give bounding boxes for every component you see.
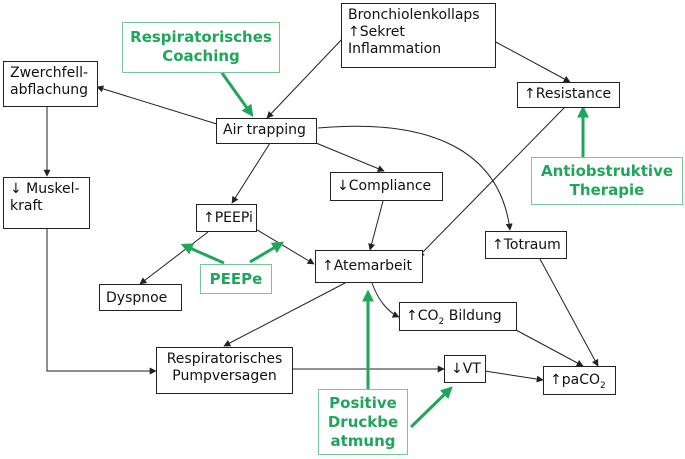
node-totraum: ↑Totraum bbox=[485, 231, 567, 259]
arrow-vt-paco2 bbox=[484, 370, 544, 383]
peepe-label: PEEPe bbox=[209, 270, 263, 288]
arrow-resistance-atemarbeit bbox=[417, 106, 566, 258]
peepi-label: ↑PEEPi bbox=[203, 210, 253, 226]
arrow-co2-paco2 bbox=[515, 329, 584, 367]
bronchiolen-line-3: Inflammation bbox=[348, 41, 442, 57]
arrow-bronchiolen-airtrapping bbox=[266, 35, 346, 119]
arrow-atemarbeit-pumpversagen bbox=[223, 282, 346, 347]
arrow-bronchiolen-resistance bbox=[491, 39, 571, 83]
green-arrow-coaching bbox=[220, 72, 254, 117]
totraum-label: ↑Totraum bbox=[492, 237, 561, 253]
node-resistance: ↑Resistance bbox=[517, 82, 620, 108]
node-respiratorisches-pumpversagen: Respiratorisches Pumpversagen bbox=[156, 347, 293, 394]
muskelkraft-line-1: ↓ Muskel- bbox=[10, 181, 80, 197]
arrow-peepi-atemarbeit bbox=[253, 227, 315, 265]
arrow-atemarbeit-co2 bbox=[371, 282, 400, 318]
node-co2-bildung: ↑CO2 Bildung bbox=[399, 302, 517, 331]
green-arrow-peepe-right bbox=[249, 241, 285, 264]
antiobstruktive-line-1: Antiobstruktive bbox=[540, 162, 674, 180]
bronchiolen-line-2: ↑Sekret bbox=[348, 24, 405, 40]
atemarbeit-label: ↑Atemarbeit bbox=[322, 258, 413, 274]
co2-suffix: Bildung bbox=[444, 308, 502, 324]
green-arrow-druck-vt bbox=[409, 386, 453, 429]
node-peepi: ↑PEEPi bbox=[196, 204, 257, 232]
bronchiolen-line-1: Bronchiolenkollaps bbox=[348, 7, 480, 23]
node-muskelkraft: ↓ Muskel- kraft bbox=[3, 177, 90, 229]
resistance-label: ↑Resistance bbox=[524, 86, 612, 102]
node-bronchiolenkollaps: Bronchiolenkollaps ↑Sekret Inflammation bbox=[341, 3, 496, 68]
muskelkraft-line-2: kraft bbox=[10, 198, 43, 214]
arrow-airtrapping-peepi bbox=[231, 142, 271, 204]
coaching-line-1: Respiratorisches bbox=[130, 28, 272, 46]
arrow-muskelkraft-pumpversagen bbox=[46, 229, 157, 375]
vt-label: ↓VT bbox=[451, 361, 481, 377]
arrow-totraum-paco2 bbox=[539, 258, 599, 367]
intervention-peepe: PEEPe bbox=[200, 264, 272, 294]
air-trapping-label: Air trapping bbox=[223, 122, 306, 138]
arrow-airtrapping-zwerchfell bbox=[96, 85, 221, 126]
druck-line-3: atmung bbox=[330, 432, 396, 450]
co2-prefix: ↑CO bbox=[406, 308, 439, 324]
arrow-compliance-atemarbeit bbox=[368, 200, 384, 251]
compliance-label: ↓Compliance bbox=[337, 178, 432, 194]
arrow-airtrapping-compliance bbox=[315, 142, 385, 172]
pumpversagen-line-2: Pumpversagen bbox=[172, 368, 277, 384]
druck-line-1: Positive bbox=[329, 394, 397, 412]
coaching-line-2: Coaching bbox=[162, 47, 240, 65]
node-dyspnoe: Dyspnoe bbox=[99, 284, 182, 311]
node-zwerchfellabflachung: Zwerchfell- abflachung bbox=[3, 61, 98, 107]
druck-line-2: Druckbe bbox=[327, 413, 399, 431]
co2-subscript: 2 bbox=[438, 316, 445, 327]
arrow-airtrapping-totraum bbox=[317, 125, 513, 231]
zwerchfell-line-2: abflachung bbox=[10, 82, 89, 98]
pumpversagen-line-1: Respiratorisches bbox=[166, 351, 283, 367]
green-arrow-peepe-left bbox=[180, 243, 225, 265]
paco2-prefix: ↑paCO bbox=[550, 372, 600, 388]
dyspnoe-label: Dyspnoe bbox=[106, 290, 168, 306]
arrow-peepi-dyspnoe bbox=[139, 231, 209, 285]
zwerchfell-line-1: Zwerchfell- bbox=[10, 65, 89, 81]
intervention-positive-druckbeatmung: Positive Druckbe atmung bbox=[318, 389, 408, 455]
node-compliance: ↓Compliance bbox=[330, 172, 443, 201]
intervention-respiratorisches-coaching: Respiratorisches Coaching bbox=[122, 22, 280, 73]
node-atemarbeit: ↑Atemarbeit bbox=[315, 250, 423, 283]
intervention-antiobstruktive-therapie: Antiobstruktive Therapie bbox=[531, 157, 683, 205]
node-paco2: ↑paCO2 bbox=[543, 366, 616, 395]
node-air-trapping: Air trapping bbox=[216, 118, 317, 144]
node-vt: ↓VT bbox=[444, 355, 486, 383]
paco2-subscript: 2 bbox=[600, 380, 606, 391]
antiobstruktive-line-2: Therapie bbox=[569, 181, 645, 199]
